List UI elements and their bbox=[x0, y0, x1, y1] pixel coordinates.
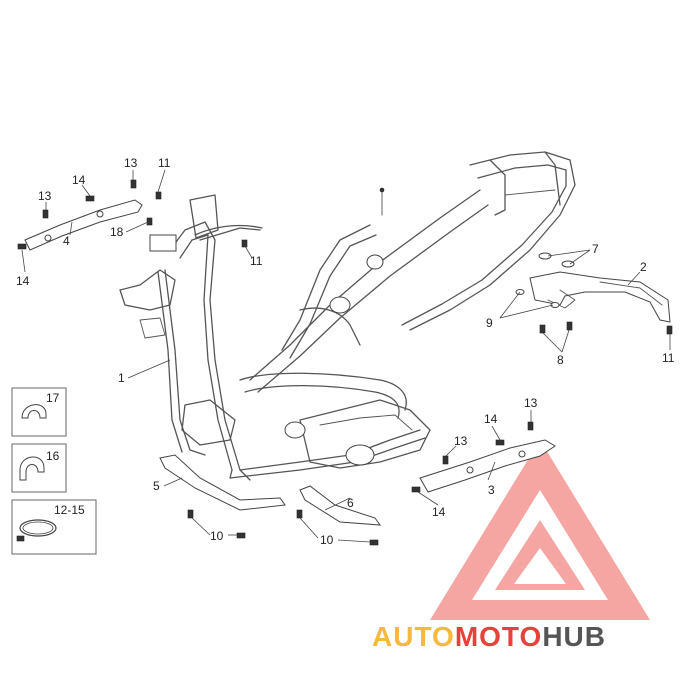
callout-10: 10 bbox=[210, 529, 224, 543]
watermark-moto: MOTO bbox=[455, 621, 542, 652]
hose-clamp-icon bbox=[19, 519, 57, 537]
watermark-auto: AUTO bbox=[372, 621, 455, 652]
callout-14: 14 bbox=[72, 173, 86, 187]
washer-icon bbox=[561, 260, 575, 268]
bolt-icon bbox=[527, 421, 534, 431]
callout-4: 4 bbox=[63, 234, 70, 248]
part-4-bracket bbox=[24, 199, 143, 251]
callout-7: 7 bbox=[592, 242, 599, 256]
inset-panel-17: 17 bbox=[11, 387, 67, 437]
bolt-icon bbox=[369, 539, 379, 546]
clamp-icon bbox=[21, 404, 47, 419]
fasteners bbox=[17, 179, 673, 546]
part-5-bracket bbox=[159, 454, 286, 511]
bolt-icon bbox=[566, 321, 573, 331]
bolt-icon bbox=[442, 455, 449, 465]
callout-9: 9 bbox=[486, 316, 493, 330]
callout-13: 13 bbox=[124, 156, 138, 170]
bolt-icon bbox=[296, 509, 303, 519]
callout-18: 18 bbox=[110, 225, 124, 239]
callout-8: 8 bbox=[557, 353, 564, 367]
bolt-icon bbox=[155, 191, 162, 200]
part-3-bracket bbox=[419, 439, 556, 493]
callout-2: 2 bbox=[640, 260, 647, 274]
part-2-bracket bbox=[529, 271, 671, 323]
clamp-icon bbox=[19, 456, 45, 481]
watermark-hub: HUB bbox=[542, 621, 606, 652]
svg-text:AUTOMOTOHUB: AUTOMOTOHUB bbox=[372, 621, 606, 652]
callout-11: 11 bbox=[250, 254, 263, 268]
part-6-bracket bbox=[299, 485, 382, 526]
bolt-icon bbox=[187, 509, 194, 519]
inset-panel-12-15: 12-15 bbox=[11, 499, 97, 555]
bolt-icon bbox=[539, 324, 546, 334]
clip-icon bbox=[17, 243, 27, 250]
callout-1: 1 bbox=[118, 371, 125, 385]
callout-10: 10 bbox=[320, 533, 334, 547]
callout-13: 13 bbox=[524, 396, 538, 410]
bolt-icon bbox=[146, 217, 153, 226]
bolt-icon bbox=[42, 209, 49, 219]
clip-icon bbox=[495, 439, 505, 446]
inset-label-16: 16 bbox=[46, 449, 60, 463]
clip-icon bbox=[85, 195, 95, 202]
inset-label-12-15: 12-15 bbox=[54, 503, 85, 517]
callout-labels: 13 11 13 14 18 4 14 11 1 7 2 9 8 11 13 1… bbox=[16, 156, 675, 547]
bolt-icon bbox=[241, 239, 248, 248]
bolt-icon bbox=[666, 325, 673, 335]
callout-13: 13 bbox=[38, 189, 52, 203]
clip-icon bbox=[411, 486, 421, 493]
watermark-logo-mark bbox=[430, 440, 650, 620]
callout-11: 11 bbox=[662, 351, 675, 365]
callout-6: 6 bbox=[347, 496, 354, 510]
callout-13: 13 bbox=[454, 434, 468, 448]
callout-14: 14 bbox=[16, 274, 30, 288]
bolt-icon bbox=[236, 532, 246, 539]
washer-icon bbox=[550, 302, 560, 308]
inset-label-17: 17 bbox=[46, 391, 60, 405]
washer-icon bbox=[538, 252, 552, 260]
main-frame bbox=[119, 151, 576, 481]
callout-14: 14 bbox=[432, 505, 446, 519]
leader-lines bbox=[21, 169, 671, 543]
callout-3: 3 bbox=[488, 483, 495, 497]
callout-11: 11 bbox=[158, 156, 171, 170]
callout-5: 5 bbox=[153, 479, 160, 493]
callout-14: 14 bbox=[484, 412, 498, 426]
watermark-text: AUTOMOTOHUB bbox=[372, 621, 606, 652]
bolt-icon bbox=[130, 179, 137, 189]
inset-panel-16: 16 bbox=[11, 443, 67, 493]
